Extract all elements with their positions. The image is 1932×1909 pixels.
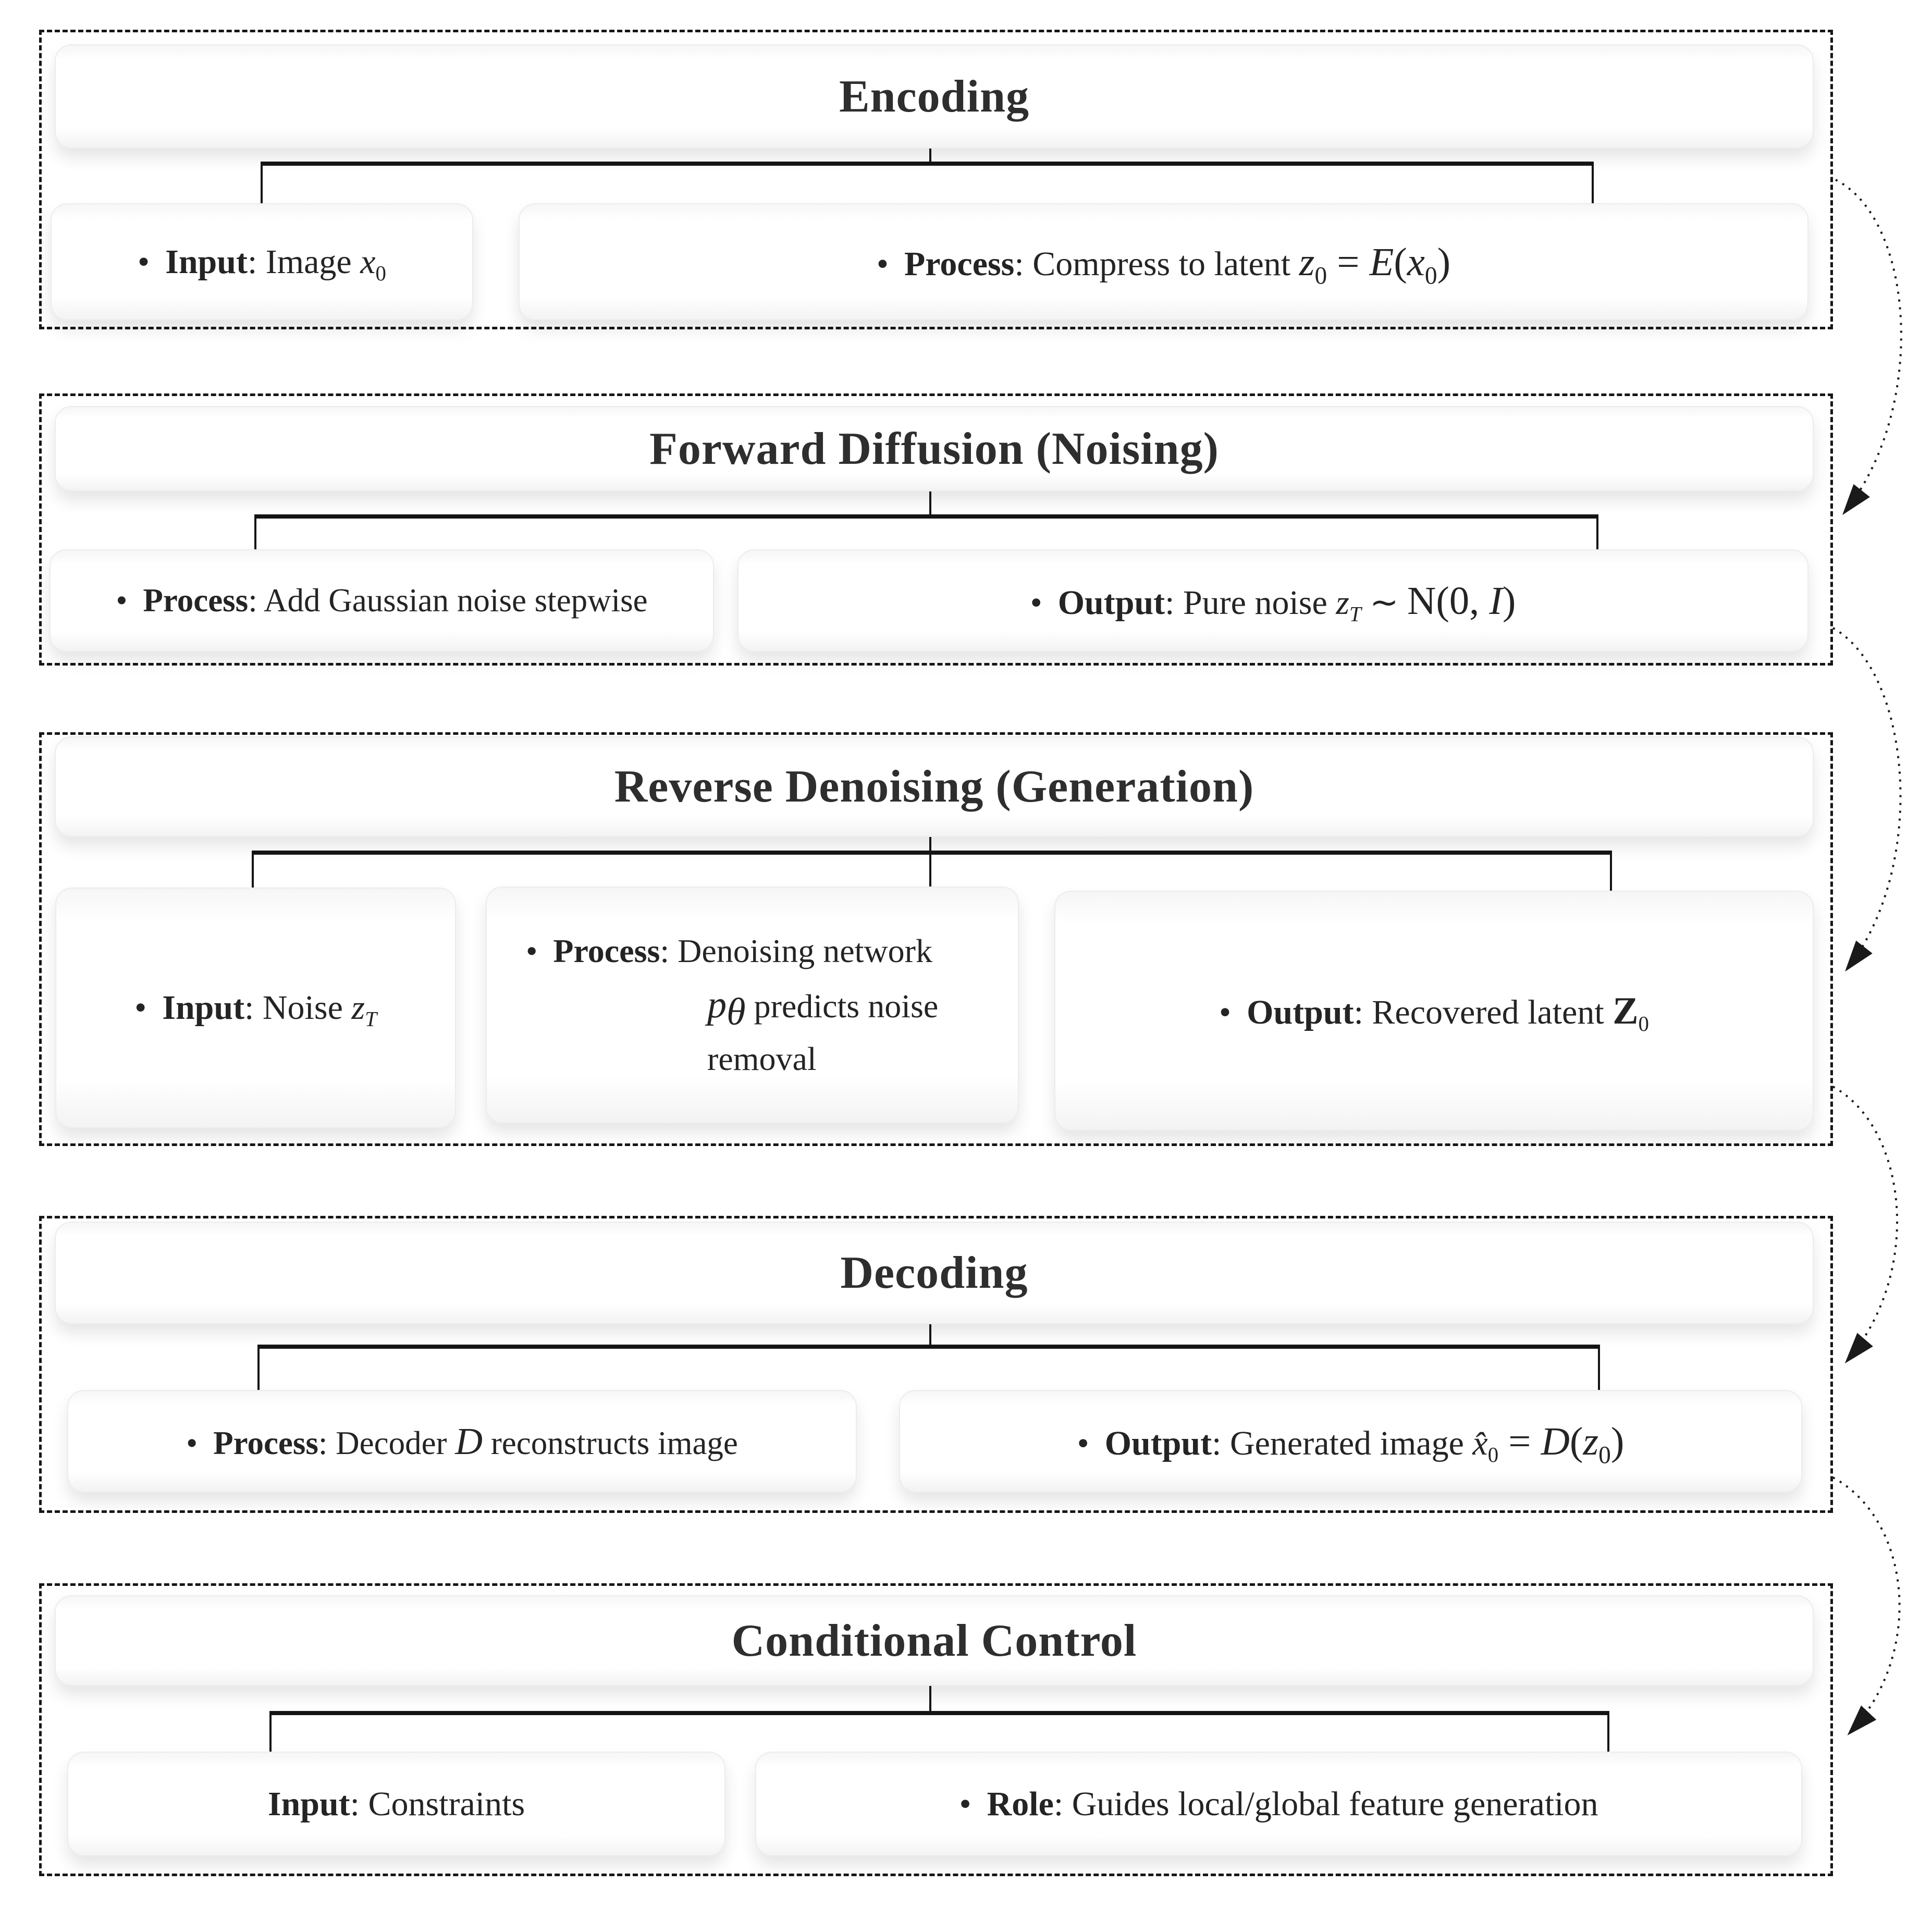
bullet-icon: • — [526, 932, 538, 969]
card-text: •Process: Denoising network pθ predicts … — [487, 926, 1018, 1084]
connector-stub — [929, 149, 931, 163]
card-forward-output: •Output: Pure noise zT ∼ N(0, I) — [737, 549, 1808, 652]
curved-arrow-icon — [1832, 627, 1902, 972]
connector-drop — [1607, 1711, 1609, 1752]
stage-title-reverse-denoising: Reverse Denoising (Generation) — [614, 761, 1254, 812]
connector-drop — [254, 514, 256, 549]
card-text: •Process: Compress to latent z0 = E(x0) — [876, 239, 1451, 289]
connector-drop — [1592, 162, 1594, 203]
connector-rail — [262, 162, 1594, 166]
stage-title-box-reverse-denoising: Reverse Denoising (Generation) — [55, 736, 1814, 837]
curved-arrow-icon — [1835, 179, 1902, 515]
bullet-icon: • — [1030, 583, 1042, 622]
card-text: •Process: Decoder D reconstructs image — [186, 1420, 738, 1462]
connector-stub — [929, 837, 931, 852]
connector-drop — [929, 851, 931, 886]
bullet-icon: • — [959, 1784, 971, 1823]
bullet-icon: • — [876, 244, 889, 283]
card-line: •Process: Denoising network — [526, 926, 1018, 976]
stage-title-box-decoding: Decoding — [55, 1222, 1814, 1324]
card-forward-process: •Process: Add Gaussian noise stepwise — [50, 549, 714, 652]
curved-arrow-icon — [1832, 1086, 1899, 1364]
connector-rail — [270, 1711, 1609, 1715]
card-text: •Input: Noise zT — [134, 989, 377, 1031]
card-line: pθ predicts noise — [707, 983, 939, 1033]
bullet-icon: • — [186, 1424, 198, 1461]
card-decoding-output: •Output: Generated image x̂0 = D(z0) — [899, 1390, 1802, 1493]
card-text: •Role: Guides local/global feature gener… — [959, 1784, 1598, 1823]
card-encoding-input: •Input: Image x0 — [51, 203, 473, 321]
stage-panel-forward-diffusion — [39, 393, 1833, 666]
card-encoding-process: •Process: Compress to latent z0 = E(x0) — [519, 203, 1808, 321]
connector-drop — [269, 1711, 272, 1752]
connector-stub — [929, 491, 931, 515]
connector-drop — [252, 851, 254, 888]
stage-title-forward-diffusion: Forward Diffusion (Noising) — [649, 423, 1219, 474]
stage-title-box-forward-diffusion: Forward Diffusion (Noising) — [55, 406, 1814, 491]
connector-drop — [1610, 851, 1612, 891]
bullet-icon: • — [1219, 993, 1232, 1031]
card-conditional-role: •Role: Guides local/global feature gener… — [755, 1752, 1802, 1856]
bullet-icon: • — [138, 242, 150, 281]
connector-rail — [253, 851, 1612, 855]
card-reverse-output: •Output: Recovered latent Z0 — [1054, 891, 1814, 1131]
card-text: •Output: Recovered latent Z0 — [1219, 989, 1649, 1036]
card-conditional-input: Input: Constraints — [67, 1752, 725, 1856]
card-reverse-process: •Process: Denoising network pθ predicts … — [486, 886, 1019, 1124]
connector-stub — [929, 1324, 931, 1346]
stage-title-decoding: Decoding — [840, 1248, 1028, 1298]
card-reverse-input: •Input: Noise zT — [55, 888, 456, 1128]
connector-drop — [1598, 1345, 1600, 1390]
card-decoding-process: •Process: Decoder D reconstructs image — [67, 1390, 857, 1493]
connector-drop — [257, 1345, 260, 1390]
bullet-icon: • — [134, 989, 147, 1027]
bullet-icon: • — [116, 582, 128, 619]
stage-panel-decoding — [39, 1216, 1833, 1513]
card-text: •Input: Image x0 — [138, 242, 386, 285]
card-text: •Process: Add Gaussian noise stepwise — [116, 582, 648, 619]
card-text: •Output: Pure noise zT ∼ N(0, I) — [1030, 578, 1516, 626]
stage-panel-encoding — [39, 30, 1833, 329]
connector-rail — [259, 1345, 1600, 1349]
stage-title-encoding: Encoding — [839, 71, 1030, 122]
stage-panel-conditional-control — [39, 1583, 1833, 1876]
stage-panel-reverse-denoising — [39, 732, 1833, 1146]
stage-title-conditional-control: Conditional Control — [731, 1615, 1137, 1666]
connector-rail — [255, 514, 1598, 519]
curved-arrow-icon — [1832, 1476, 1901, 1735]
connector-stub — [929, 1686, 931, 1712]
stage-title-box-conditional-control: Conditional Control — [55, 1595, 1814, 1686]
connector-drop — [1596, 514, 1598, 549]
stage-title-box-encoding: Encoding — [55, 44, 1814, 149]
card-line: removal — [707, 1040, 817, 1078]
connector-drop — [261, 162, 263, 203]
card-text: Input: Constraints — [267, 1784, 525, 1823]
card-text: •Output: Generated image x̂0 = D(z0) — [1077, 1419, 1625, 1469]
bullet-icon: • — [1077, 1424, 1089, 1462]
